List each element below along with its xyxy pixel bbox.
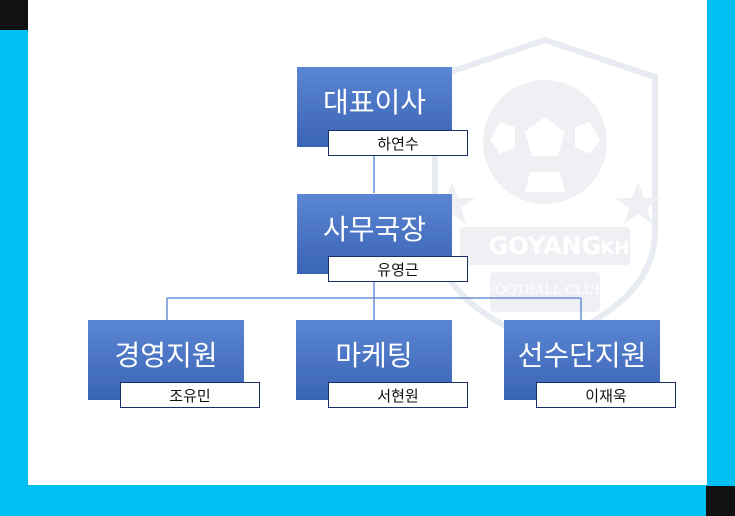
club-emblem-watermark: GOYANG KH FOOTBALL CLUB bbox=[429, 36, 661, 348]
corner-block-bottom-right bbox=[706, 486, 735, 516]
corner-block-top-left bbox=[0, 0, 28, 30]
org-node-ceo-name: 하연수 bbox=[328, 130, 468, 156]
watermark-club-code: KH bbox=[600, 238, 629, 259]
watermark-club-name: GOYANG bbox=[489, 232, 602, 260]
watermark-subtitle: FOOTBALL CLUB bbox=[486, 283, 604, 298]
org-node-dept-management-title: 경영지원 bbox=[114, 339, 218, 372]
org-node-dept-team-support-title: 선수단지원 bbox=[517, 339, 647, 372]
org-node-secretary-name: 유영근 bbox=[328, 256, 468, 282]
org-node-dept-management-name: 조유민 bbox=[120, 382, 260, 408]
org-node-secretary-title: 사무국장 bbox=[322, 213, 427, 246]
org-node-ceo-title: 대표이사 bbox=[322, 86, 427, 119]
org-node-dept-team-support-name: 이재욱 bbox=[536, 382, 676, 408]
org-node-dept-marketing-name: 서현원 bbox=[328, 382, 468, 408]
org-node-dept-marketing-title: 마케팅 bbox=[335, 339, 413, 372]
